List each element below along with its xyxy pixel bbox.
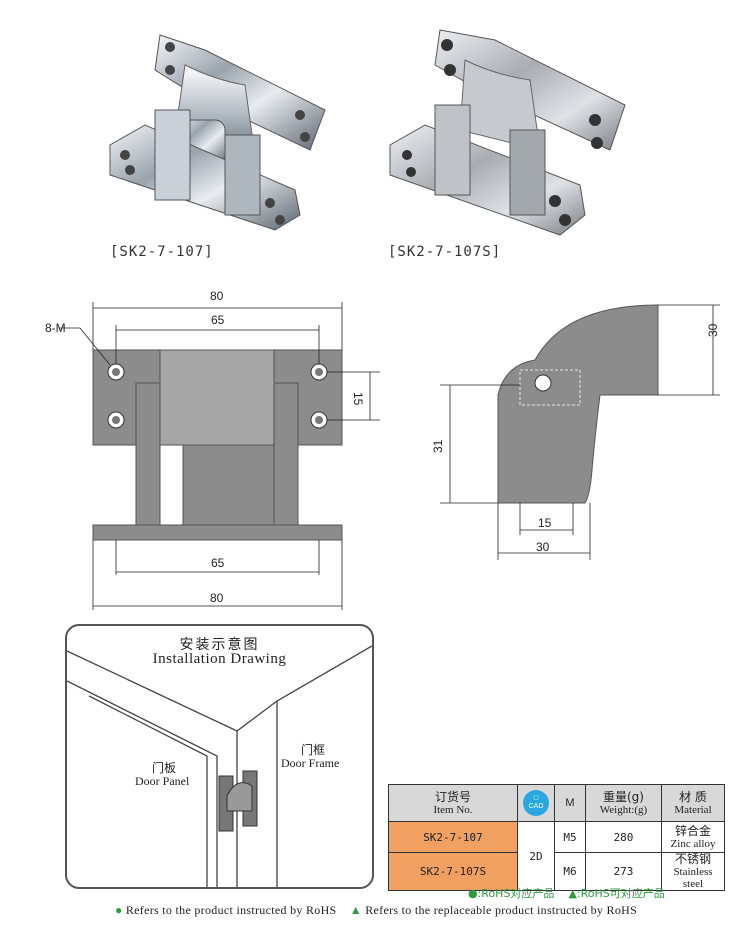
door-panel-label-cn: 门板 — [152, 761, 177, 775]
caption-stainless: [SK2-7-107S] — [388, 244, 502, 260]
spec-table: 订货号 Item No. □CAD M 重量(g) Weight:(g) 材 质… — [388, 784, 725, 891]
table-row: SK2-7-107 2D M5 280 锌合金 Zinc alloy — [388, 821, 725, 891]
dim-side-bottom-hole: 15 — [538, 516, 552, 530]
weight-value: 280 — [585, 821, 662, 853]
m-value: M6 — [554, 852, 586, 891]
header-item: 订货号 Item No. — [388, 784, 518, 822]
installation-title-en: Installation Drawing — [152, 651, 287, 667]
hinge-photo-stainless — [389, 29, 626, 236]
bottom-plate — [92, 524, 343, 541]
hinge-photo-zinc — [109, 34, 326, 231]
header-m: M — [554, 784, 586, 822]
m-value: M5 — [554, 821, 586, 853]
door-frame-label-cn: 门框 — [301, 743, 326, 757]
dim-side-bottom-overall: 30 — [536, 540, 550, 554]
material-value: 锌合金 Zinc alloy — [661, 821, 725, 853]
dim-height-left: 31 — [431, 439, 445, 453]
front-view-drawing: 80 65 8-M 15 65 80 — [45, 289, 380, 610]
hole-spec-label: 8-M — [45, 321, 66, 335]
door-frame-label-en: Door Frame — [281, 756, 340, 770]
dim-height-right: 30 — [706, 323, 720, 337]
table-header-row: 订货号 Item No. □CAD M 重量(g) Weight:(g) 材 质… — [388, 784, 725, 822]
item-no: SK2-7-107S — [388, 852, 518, 891]
dim-bottom-hole: 65 — [211, 556, 225, 570]
header-material: 材 质 Material — [661, 784, 725, 822]
rohs-legend-cn: ●:RoHS对应产品 ▲:RoHS可对应产品 — [468, 885, 665, 901]
cad-value: 2D — [517, 821, 555, 891]
dim-side-hole: 15 — [351, 392, 365, 406]
rohs-replace-legend-en-text: Refers to the replaceable product instru… — [365, 903, 638, 917]
dim-top-hole: 65 — [211, 313, 225, 327]
dim-bottom-overall: 80 — [210, 591, 224, 605]
rohs-legend-en: ● Refers to the product instructed by Ro… — [115, 903, 637, 918]
table-row: SK2-7-107S M6 273 不锈钢 Stainless steel — [388, 852, 725, 891]
door-panel-label-en: Door Panel — [135, 774, 190, 788]
header-weight: 重量(g) Weight:(g) — [585, 784, 662, 822]
triangle-icon: ▲ — [349, 903, 362, 917]
side-view-drawing: 30 31 15 30 — [431, 304, 720, 560]
circle-icon: ● — [115, 903, 123, 917]
installation-title-cn: 安装示意图 — [179, 637, 260, 653]
header-cad: □CAD — [517, 784, 555, 822]
rohs-legend-en-text: Refers to the product instructed by RoHS — [125, 903, 337, 917]
installation-illustration — [67, 645, 372, 887]
dim-top-overall: 80 — [210, 289, 224, 303]
installation-panel: 安装示意图 Installation Drawing 门板 Door Panel… — [65, 624, 374, 889]
item-no: SK2-7-107 — [388, 821, 518, 853]
material-value: 不锈钢 Stainless steel — [661, 852, 725, 891]
weight-value: 273 — [585, 852, 662, 891]
rohs-legend-cn-mark: ●:RoHS对应产品 — [468, 887, 555, 900]
caption-zinc: [SK2-7-107] — [110, 244, 214, 260]
cad-icon: □CAD — [523, 790, 549, 816]
rohs-replace-legend-cn-mark: ▲:RoHS可对应产品 — [568, 887, 665, 900]
